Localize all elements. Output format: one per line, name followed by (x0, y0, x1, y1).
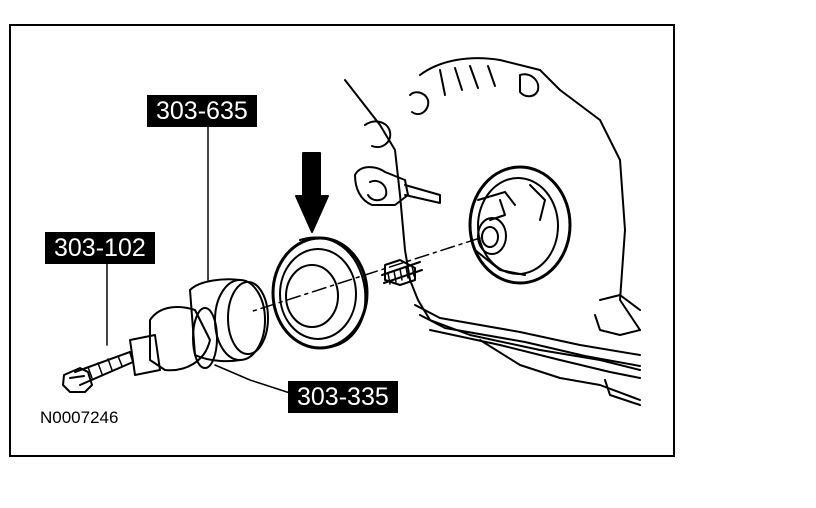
label-303-335: 303-335 (288, 381, 398, 413)
label-303-635: 303-635 (147, 95, 257, 127)
direction-arrow (295, 152, 329, 233)
threaded-stud (381, 261, 423, 285)
figure-id: N0007246 (40, 408, 119, 427)
crankshaft-hub (468, 165, 572, 285)
front-seal (271, 236, 369, 350)
forcing-screw-303-102 (62, 306, 218, 393)
leader-303-335 (214, 364, 291, 394)
label-303-102: 303-102 (45, 232, 155, 264)
engine-front-cover (344, 57, 641, 406)
seal-installer-303-335 (189, 278, 269, 363)
